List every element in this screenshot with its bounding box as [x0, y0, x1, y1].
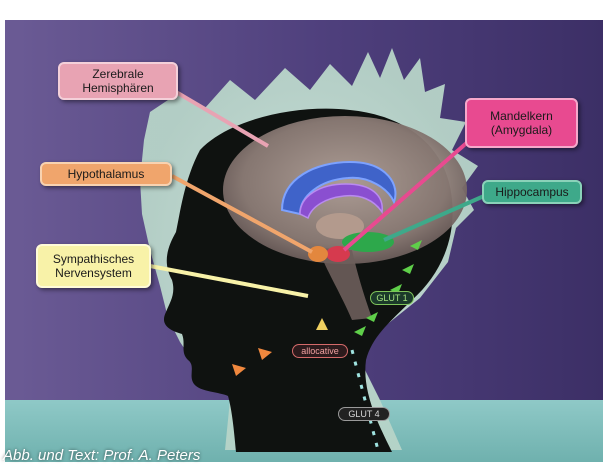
label-text: Mandelkern (Amygdala): [490, 109, 553, 137]
label-mandelkern: Mandelkern (Amygdala): [465, 98, 578, 148]
hypothalamus-icon: [308, 246, 328, 262]
label-text: Sympathisches Nervensystem: [53, 252, 134, 280]
tag-glut1: GLUT 1: [370, 291, 414, 305]
label-hippocampus: Hippocampus: [482, 180, 582, 204]
label-text: Zerebrale Hemisphären: [82, 67, 153, 95]
tag-allocative: allocative: [292, 344, 348, 358]
label-zerebrale-hemispharen: Zerebrale Hemisphären: [58, 62, 178, 100]
image-credit: Abb. und Text: Prof. A. Peters: [3, 447, 200, 464]
tag-glut4: GLUT 4: [338, 407, 390, 421]
label-text: Hippocampus: [495, 185, 568, 199]
hippocampus-icon: [342, 232, 394, 252]
label-sympathisches-nervensystem: Sympathisches Nervensystem: [36, 244, 151, 288]
label-hypothalamus: Hypothalamus: [40, 162, 172, 186]
label-text: Hypothalamus: [68, 167, 145, 181]
